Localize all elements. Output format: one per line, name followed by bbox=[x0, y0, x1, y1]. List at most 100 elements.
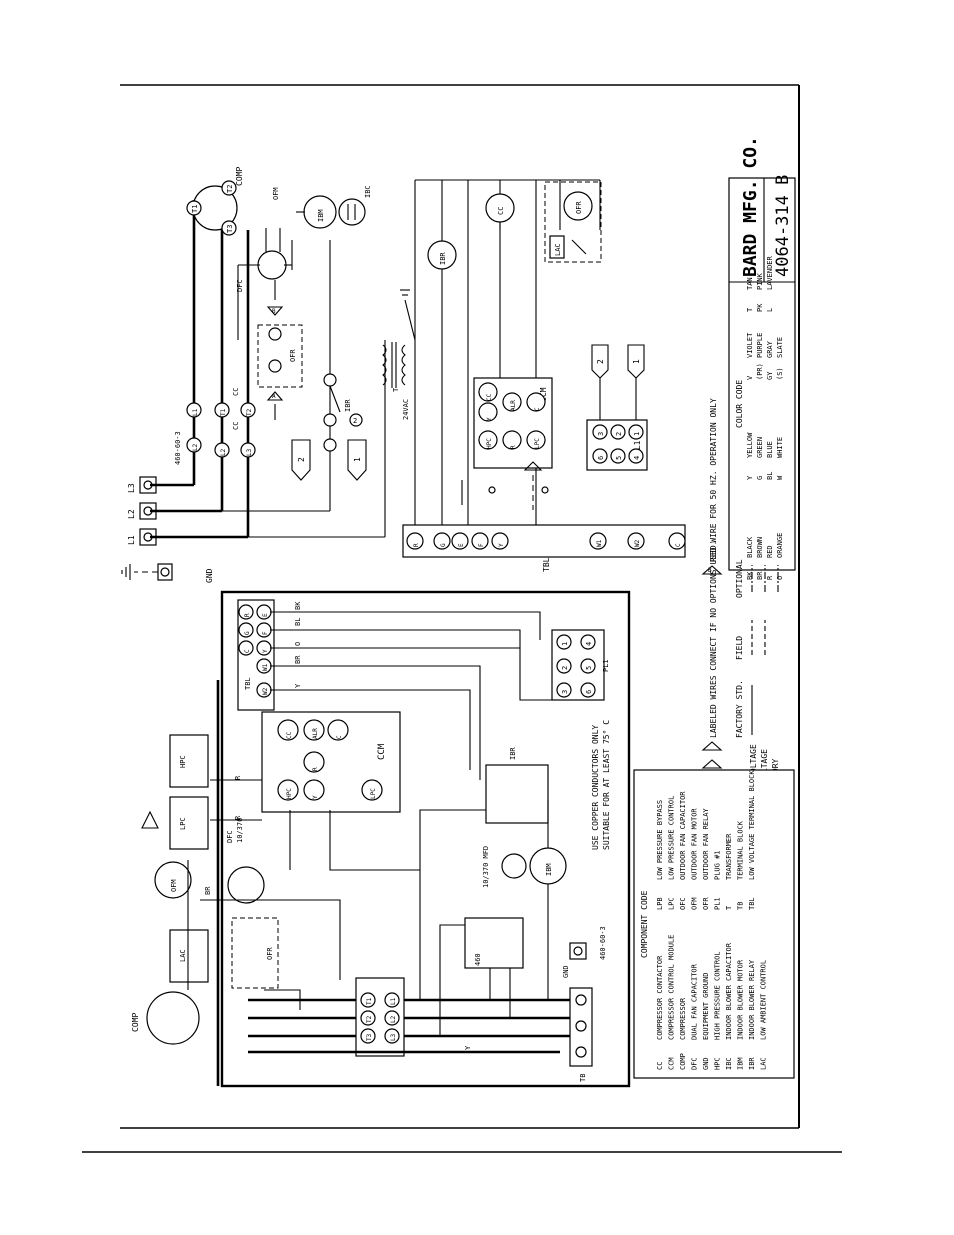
color-code-abbr: GY bbox=[766, 371, 774, 380]
copper-note-2: SUITABLE FOR AT LEAST 75° C bbox=[602, 720, 611, 850]
copper-note-1: USE COPPER CONDUCTORS ONLY bbox=[591, 725, 600, 850]
wiring-tbl-terminal: F bbox=[262, 631, 269, 635]
ladder-tbl-terminal-r: R bbox=[413, 543, 420, 547]
wiring-pl1-pin: 1 bbox=[561, 642, 569, 646]
company-name: BARD MFG. CO. bbox=[740, 136, 761, 277]
wiring-tbl-terminal: W2 bbox=[262, 687, 269, 695]
wiring-cc-terminal: L3 bbox=[390, 1033, 397, 1041]
ladder-ccm-terminal: CC bbox=[486, 393, 493, 401]
component-code-name: INDOOR BLOWER CAPACITOR bbox=[725, 942, 733, 1040]
color-code-abbr: BR bbox=[756, 571, 764, 580]
ladder-cc-contact: L3 bbox=[246, 448, 253, 456]
ladder-ibr-pin-2: 2 bbox=[353, 417, 357, 425]
wire bbox=[270, 689, 471, 770]
component-code-name: OUTDOOR FAN MOTOR bbox=[691, 808, 699, 880]
color-code-abbr: BK bbox=[746, 571, 754, 580]
component-code-abbr: OFM bbox=[691, 897, 699, 910]
ladder-pl1-pin: 6 bbox=[597, 456, 605, 460]
ladder-lac-label: LAC bbox=[554, 243, 562, 256]
ladder-marker-b: B bbox=[272, 308, 276, 315]
ladder-marker-a: A bbox=[272, 393, 276, 400]
ladder-tbl-terminal-g: G bbox=[440, 543, 447, 547]
wiring-ccm-terminal: C bbox=[336, 735, 343, 739]
component-code-name: LOW VOLTAGE TERMINAL BLOCK bbox=[748, 770, 756, 880]
wire bbox=[419, 809, 486, 1000]
wire-color-label: Y bbox=[294, 683, 302, 688]
wiring-ccm-terminal: CC bbox=[286, 731, 293, 739]
color-code-name: ORANGE bbox=[776, 533, 784, 558]
color-code-header: COLOR CODE bbox=[735, 380, 744, 428]
ladder-tbl-terminal-f: F bbox=[478, 543, 485, 547]
ladder-tbl-terminal-e: E bbox=[458, 543, 465, 547]
component-code-abbr: LAC bbox=[760, 1057, 768, 1070]
wiring-ofr-label: OFR bbox=[266, 947, 274, 960]
ladder-comp-t3: T3 bbox=[226, 225, 234, 233]
wiring-ofm-motor bbox=[154, 861, 192, 899]
wiring-voltage-label: 460-60-3 bbox=[599, 926, 607, 960]
wiring-cc-terminal: L2 bbox=[390, 1015, 397, 1023]
wiring-tbl-label: TBL bbox=[244, 677, 252, 690]
component-code-abbr: GND bbox=[702, 1057, 710, 1070]
component-code-name: OUTDOOR FAN CAPACITOR bbox=[679, 791, 687, 880]
ladder-comp-t2: T2 bbox=[226, 185, 234, 193]
ladder-t-label: T bbox=[392, 387, 400, 392]
wiring-tbl-terminal: C bbox=[244, 649, 251, 653]
wiring-cc-terminal: L1 bbox=[390, 997, 397, 1005]
component-code-header: COMPONENT CODE bbox=[640, 890, 649, 958]
ladder-cc-contact: T2 bbox=[246, 408, 253, 416]
ladder-24vac: 24VAC bbox=[402, 399, 410, 420]
component-code-abbr: LPB bbox=[656, 897, 664, 910]
wiring-pl1-pin: 4 bbox=[585, 642, 593, 646]
component-code-abbr: T bbox=[725, 905, 733, 910]
component-code-abbr: CCM bbox=[668, 1057, 676, 1070]
wiring-ibr-label: IBR bbox=[509, 747, 517, 760]
color-code-abbr: (PR) bbox=[756, 363, 764, 380]
color-code-abbr: L bbox=[766, 308, 774, 312]
component-code-abbr: OFR bbox=[702, 897, 710, 910]
wire-color-label: BR bbox=[294, 655, 302, 664]
component-code-name: EQUIPMENT GROUND bbox=[702, 973, 710, 1040]
component-code-abbr: PL1 bbox=[714, 897, 722, 910]
color-code-abbr: R bbox=[766, 575, 774, 580]
wiring-comp-label: COMP bbox=[131, 1013, 140, 1032]
wire bbox=[439, 924, 465, 1036]
ladder-pl1-label: PL1 bbox=[633, 440, 642, 455]
component-code-abbr: DFC bbox=[691, 1057, 699, 1070]
wiring-ofc-note: 10/370 bbox=[236, 818, 244, 843]
component-code-abbr: IBC bbox=[725, 1057, 733, 1070]
wire-color-label: O bbox=[294, 642, 302, 646]
component-code-name: COMPRESSOR CONTACTOR bbox=[656, 955, 664, 1040]
ladder-dfc-label: DFC bbox=[236, 279, 244, 292]
wiring-cc-terminal: T1 bbox=[366, 997, 373, 1005]
line-type-factory: FACTORY STD. bbox=[735, 680, 744, 738]
ladder-tbl-terminal-w1: W1 bbox=[596, 539, 603, 547]
line-terminal-l3: L3 bbox=[127, 483, 136, 493]
wiring-tbl-terminal: R bbox=[244, 613, 251, 617]
wiring-hpc-switch bbox=[169, 734, 209, 788]
component-code-abbr: HPC bbox=[714, 1057, 722, 1070]
wiring-comp bbox=[146, 991, 200, 1045]
wiring-ccm-terminal: ALR bbox=[312, 728, 319, 739]
component-code-name: COMPRESSOR CONTROL MODULE bbox=[668, 935, 676, 1040]
wiring-ibm-label: IBM bbox=[545, 863, 553, 876]
wiring-lpc-label: LPC bbox=[179, 817, 187, 830]
wiring-lpc-switch bbox=[169, 796, 209, 850]
line-type-field: FIELD bbox=[735, 636, 744, 660]
component-code-name: PLUG #1 bbox=[714, 850, 722, 880]
ladder-marker-1: 1 bbox=[353, 457, 362, 462]
ladder-tbl-terminal-w2: W2 bbox=[634, 539, 641, 547]
color-code-name: SLATE bbox=[776, 337, 784, 358]
ladder-cc-contact: T1 bbox=[220, 408, 227, 416]
color-code-abbr: W bbox=[776, 475, 784, 480]
note-b-marker: B bbox=[708, 567, 712, 574]
wire-color-label: BL bbox=[294, 618, 302, 626]
ladder-ibm-label: IBM bbox=[317, 209, 325, 222]
color-code-name: BROWN bbox=[756, 537, 764, 558]
color-code-name: PINK bbox=[756, 272, 764, 290]
color-code-name: GREEN bbox=[756, 437, 764, 458]
wire-color-label: R bbox=[234, 815, 242, 820]
ladder-ofr-coil: OFR bbox=[575, 201, 583, 214]
